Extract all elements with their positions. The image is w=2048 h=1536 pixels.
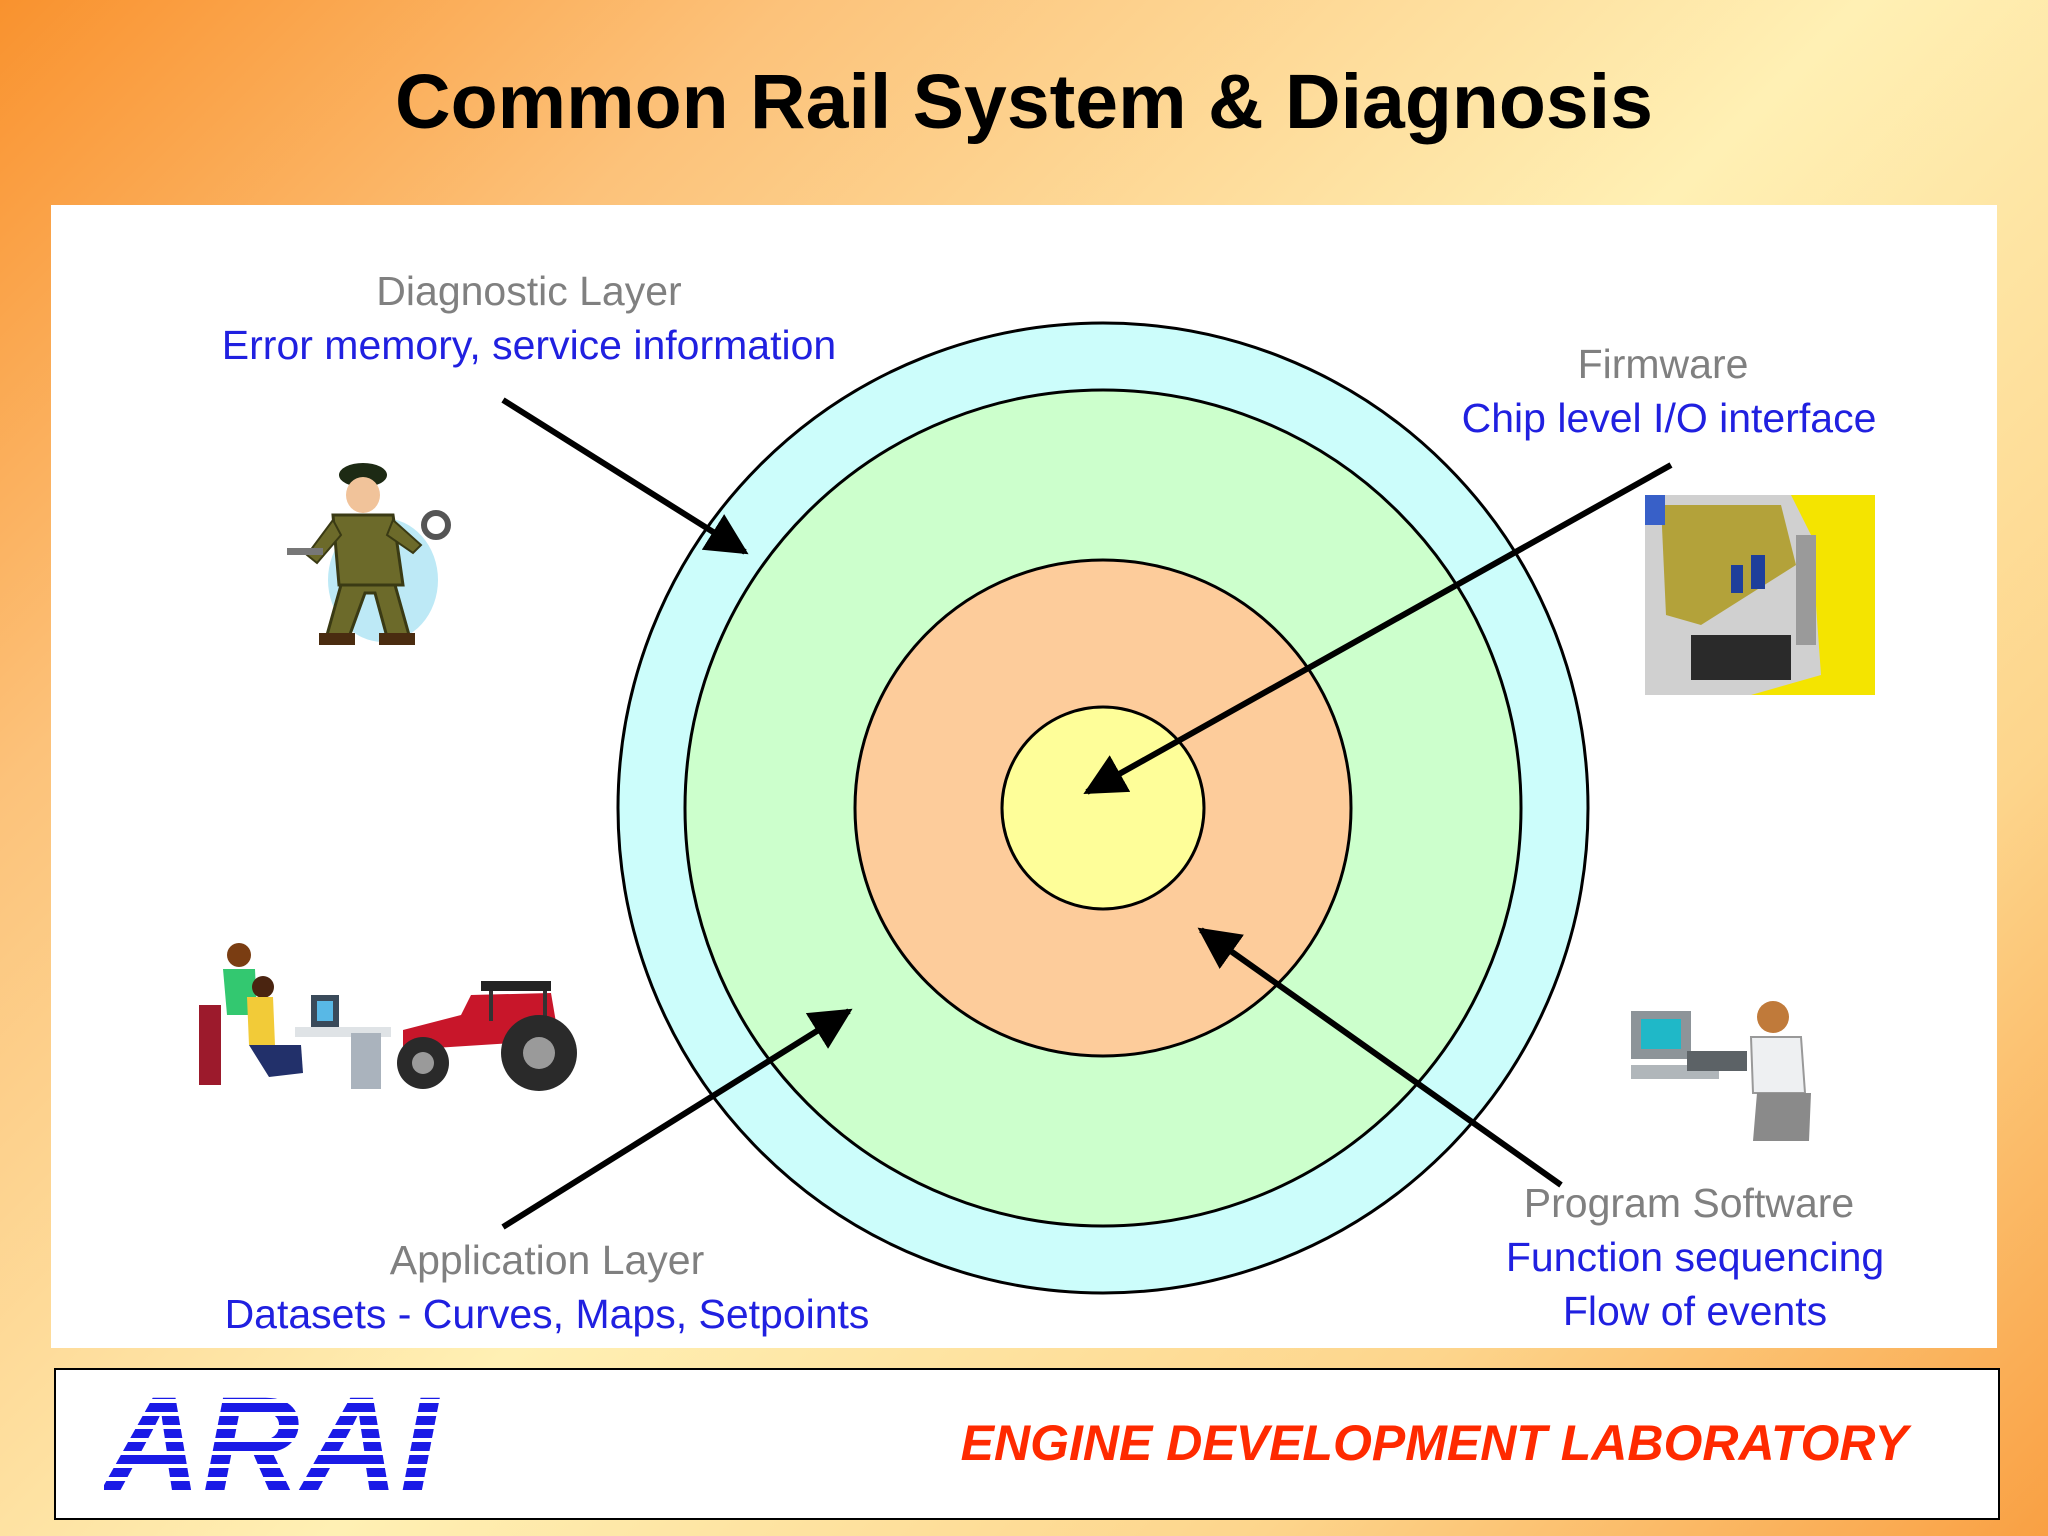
firmware-desc: Chip level I/O interface <box>1461 395 1877 441</box>
application-layer-title: Application Layer <box>389 1237 705 1283</box>
ecu-photo <box>1645 495 1875 695</box>
diagnostic-layer-desc: Error memory, service information <box>221 322 837 368</box>
programmer-clipart <box>1631 1001 1811 1141</box>
office-workers-clipart <box>199 943 391 1089</box>
footer-banner: ARAI ENGINE DEVELOPMENT LABORATORY <box>54 1368 2000 1520</box>
arai-logo: ARAI <box>104 1370 440 1519</box>
tractor-clipart <box>397 981 577 1091</box>
arrow-diagnostic <box>501 397 749 555</box>
program-software-desc-1: Function sequencing <box>1505 1234 1885 1280</box>
concentric-layers-diagram <box>199 321 1875 1295</box>
application-layer-desc: Datasets - Curves, Maps, Setpoints <box>224 1291 870 1337</box>
arrow-application <box>501 1008 853 1230</box>
diagnostic-layer-title: Diagnostic Layer <box>376 268 682 314</box>
diagram-panel: Diagnostic Layer Error memory, service i… <box>51 205 1997 1348</box>
page-title: Common Rail System & Diagnosis <box>395 59 1653 145</box>
arrow-program-software <box>1197 927 1563 1188</box>
ring-firmware-core <box>1000 705 1206 911</box>
arrow-firmware <box>1083 462 1673 795</box>
firmware-title: Firmware <box>1577 341 1749 387</box>
program-software-desc-2: Flow of events <box>1562 1288 1828 1334</box>
mechanic-clipart <box>287 463 451 645</box>
lab-name: ENGINE DEVELOPMENT LABORATORY <box>960 1415 1908 1471</box>
program-software-title: Program Software <box>1523 1180 1855 1226</box>
